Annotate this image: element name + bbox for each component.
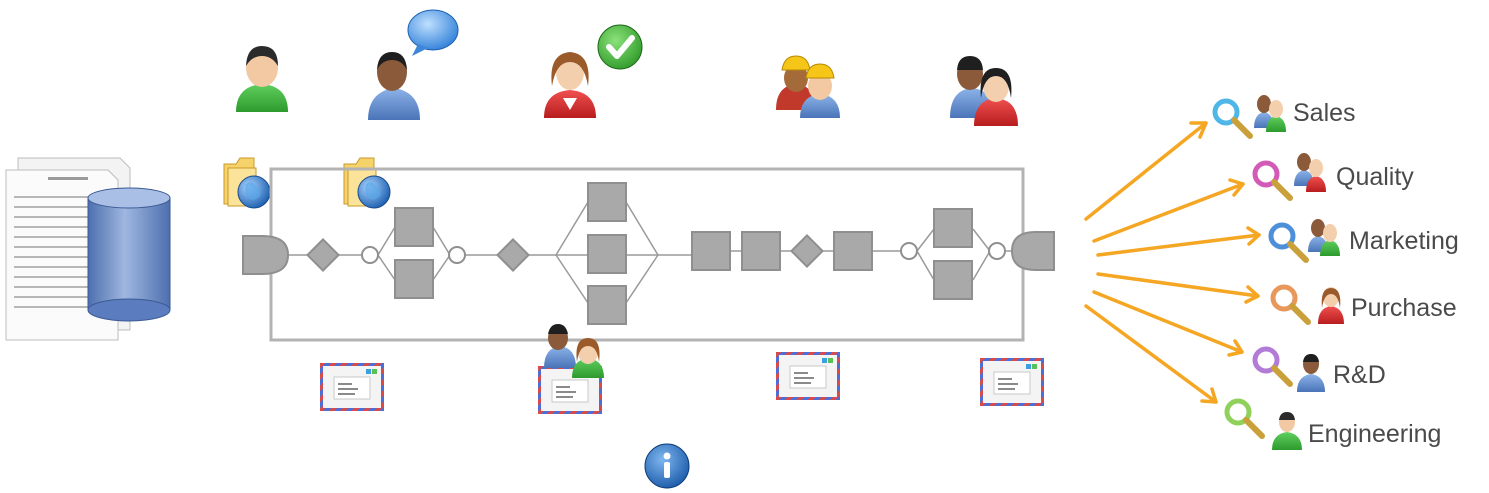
- task-box: [691, 231, 731, 271]
- workers-icon: [776, 55, 840, 118]
- user-icon: [1297, 354, 1325, 392]
- split-circle: [361, 246, 379, 264]
- department-label-purchase: Purchase: [1351, 294, 1457, 322]
- user-icon: [368, 52, 420, 120]
- task-box: [587, 285, 627, 325]
- check-icon: [597, 24, 643, 70]
- arrow-rnd: [1092, 290, 1244, 354]
- arrow-purchase: [1096, 272, 1260, 298]
- process-shapes: [242, 182, 1055, 325]
- arrow-sales: [1084, 121, 1208, 221]
- users-icon: [1294, 153, 1326, 192]
- database-icon: [87, 187, 171, 322]
- department-label-sales: Sales: [1293, 99, 1356, 127]
- search-icon: [1271, 225, 1306, 260]
- distribution-arrows: [1084, 121, 1261, 404]
- task-box: [394, 207, 434, 247]
- task-box: [933, 208, 973, 248]
- users-icon: [544, 324, 604, 378]
- department-label-marketing: Marketing: [1349, 227, 1459, 255]
- task-box: [833, 231, 873, 271]
- arrow-marketing: [1096, 233, 1261, 257]
- decision-diamond: [790, 234, 824, 268]
- chat-bubble-icon: [407, 9, 459, 56]
- join-circle: [988, 242, 1006, 260]
- user-icon: [1272, 412, 1302, 450]
- user-icon: [544, 52, 596, 118]
- department-label-rnd: R&D: [1333, 361, 1386, 389]
- arrow-quality: [1092, 182, 1245, 243]
- task-box: [587, 234, 627, 274]
- department-label-quality: Quality: [1336, 163, 1414, 191]
- envelope-icon: [319, 362, 385, 412]
- task-box: [933, 260, 973, 300]
- search-icon: [1255, 163, 1290, 198]
- start-gate: [242, 235, 290, 275]
- department-label-engineering: Engineering: [1308, 420, 1442, 448]
- split-circle: [900, 242, 918, 260]
- search-icon: [1215, 101, 1250, 136]
- arrow-engineering: [1084, 304, 1218, 404]
- search-icon: [1255, 349, 1290, 384]
- task-box: [394, 259, 434, 299]
- users-icon: [1308, 219, 1340, 256]
- users-icon: [1254, 95, 1286, 132]
- envelope-icon: [775, 351, 841, 401]
- task-box: [587, 182, 627, 222]
- envelope-icon: [979, 357, 1045, 407]
- user-icon: [1318, 287, 1344, 324]
- search-icon: [1227, 401, 1262, 436]
- folder-globe-icon: [343, 157, 391, 209]
- search-icon: [1273, 287, 1308, 322]
- end-gate: [1010, 231, 1055, 271]
- decision-diamond: [496, 238, 530, 272]
- user-icon: [236, 46, 288, 112]
- join-circle: [448, 246, 466, 264]
- decision-diamond: [306, 238, 340, 272]
- folder-globe-icon: [223, 157, 271, 209]
- users-icon: [950, 56, 1018, 126]
- info-icon: [644, 443, 690, 489]
- task-box: [741, 231, 781, 271]
